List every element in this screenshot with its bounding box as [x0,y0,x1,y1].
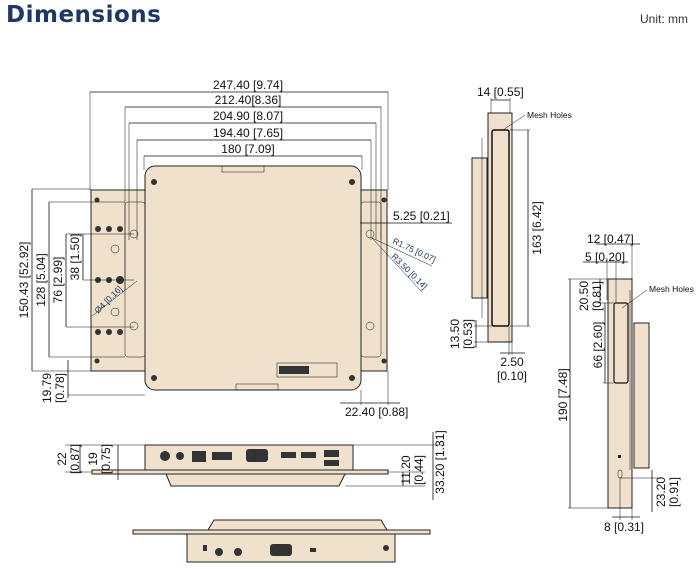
page-title: Dimensions [6,2,162,28]
height-overall-label: 150.43 [52.92] [17,242,31,319]
side-view-2: 12 [0.47] 5 [0.20] Mesh Holes 190 [7.48]… [556,232,694,534]
side2-box [633,322,650,469]
unit-label: Unit: mm [640,12,688,26]
side1-depth-label: 14 [0.55] [477,85,524,99]
side2-mesh-depth-label: 5 [0.20] [585,250,625,264]
offset-right-bottom-label: 22.40 [0.88] [345,405,408,419]
width-204-label: 204.90 [8.07] [213,109,283,123]
height-22-label-1: 22 [55,452,69,466]
io-bezel [165,473,346,487]
side2-top-offset-label-2: [0.81] [590,281,604,311]
height-11-label-2: [0.44] [412,455,426,485]
offset-bottom-label-2: [0.78] [53,373,67,403]
device-body [144,165,362,391]
offset-right-label: 5.25 [0.21] [393,209,450,223]
height-22-label-2: [0.87] [68,444,82,474]
top-view [132,519,431,563]
width-overall-label: 247.40 [9.74] [213,78,283,92]
width-194-label: 194.40 [7.65] [213,126,283,140]
top-bezel [207,519,388,531]
side1-mesh-height-label: 163 [6.42] [530,201,544,254]
height-total-label: 33.20 [1.31] [433,430,447,493]
height-76-label: 76 [2.99] [51,257,65,304]
side2-thickness-label: 8 [0.31] [604,520,644,534]
side2-bottom-offset-label-2: [0.91] [667,477,681,507]
side-box [471,157,488,299]
height-128-label: 128 [5.04] [34,253,48,306]
side2-mesh-height-label: 66 [2.60] [591,322,605,369]
width-body-label: 180 [7.09] [221,142,274,156]
width-212-label: 212.40[8.36] [215,93,282,107]
side2-depth-label: 12 [0.47] [587,232,634,246]
height-dimensions: 150.43 [52.92] 128 [5.04] 76 [2.99] 38 [… [17,188,145,403]
side2-bottom-offset-label-1: 23.20 [654,477,668,507]
io-flange [91,469,389,475]
top-flange [132,529,431,535]
height-19-label-2: [0.75] [99,444,113,474]
front-view: 247.40 [9.74] 212.40[8.36] 204.90 [8.07]… [17,78,452,419]
side2-height-label: 190 [7.48] [556,368,570,421]
side2-mesh-label: Mesh Holes [649,284,694,294]
side1-bottom-offset-label-1: 13.50 [448,319,462,349]
side1-thickness-label-1: 2.50 [500,355,524,369]
side1-thickness-label-2: [0.10] [497,369,527,383]
side-view-1: 14 [0.55] Mesh Holes 163 [6.42] 13.50 [0… [448,85,572,383]
width-dimensions: 247.40 [9.74] 212.40[8.36] 204.90 [8.07]… [89,78,389,290]
side1-bottom-offset-label-2: [0.53] [461,319,475,349]
side1-mesh-label: Mesh Holes [527,110,572,120]
height-38-label: 38 [1.50] [68,234,82,281]
height-11-label-1: 11.20 [399,455,413,484]
height-19-label-1: 19 [86,452,100,466]
offset-bottom-label-1: 19.79 [40,373,54,403]
side2-top-offset-label-1: 20.50 [577,281,591,311]
bottom-view: 22 [0.87] 19 [0.75] 11.20 [0.44] 33.20 [… [55,430,447,500]
